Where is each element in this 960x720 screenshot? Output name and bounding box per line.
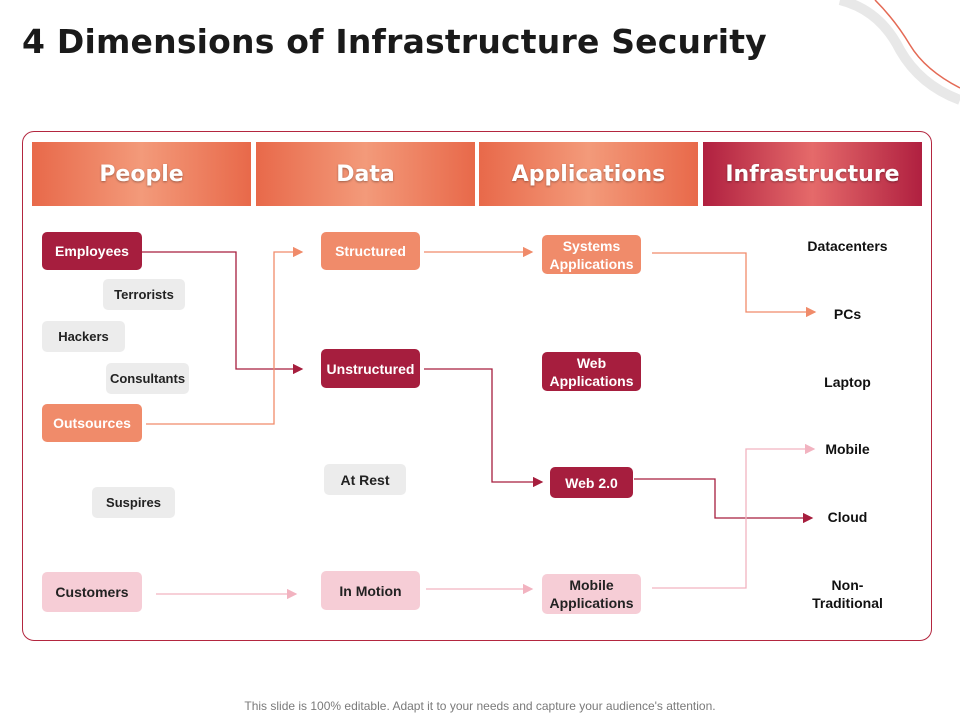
node-unstructured: Unstructured: [321, 349, 420, 388]
node-in-motion: In Motion: [321, 571, 420, 610]
header-people: People: [32, 142, 251, 206]
non-traditional-line2: Traditional: [812, 595, 883, 611]
mobile-applications-line2: Applications: [549, 595, 634, 611]
footer-note: This slide is 100% editable. Adapt it to…: [244, 699, 716, 713]
node-non-traditional: Non- Traditional: [790, 576, 905, 612]
node-pcs: PCs: [833, 306, 862, 322]
connector-unstructured-web20: [424, 368, 544, 488]
systems-applications-line2: Applications: [549, 255, 634, 272]
header-applications: Applications: [479, 142, 698, 206]
node-employees: Employees: [42, 232, 142, 270]
page-title: 4 Dimensions of Infrastructure Security: [22, 22, 767, 61]
node-cloud: Cloud: [827, 509, 868, 525]
node-web-applications: Web Applications: [542, 352, 641, 391]
header-infrastructure: Infrastructure: [703, 142, 922, 206]
node-terrorists: Terrorists: [103, 279, 185, 310]
node-customers: Customers: [42, 572, 142, 612]
web-applications-line1: Web: [576, 354, 607, 371]
connector-employees-unstructured: [142, 251, 304, 375]
diagram-frame: [22, 131, 932, 641]
connector-systems-pcs: [652, 252, 817, 318]
node-structured: Structured: [321, 232, 420, 270]
node-outsources: Outsources: [42, 404, 142, 442]
node-systems-applications: Systems Applications: [542, 235, 641, 274]
connector-web20-cloud: [634, 478, 814, 524]
node-laptop: Laptop: [824, 374, 871, 390]
node-consultants: Consultants: [106, 363, 189, 394]
mobile-applications-line1: Mobile: [569, 577, 614, 593]
node-suspires: Suspires: [92, 487, 175, 518]
node-at-rest: At Rest: [324, 464, 406, 495]
web-applications-line2: Applications: [549, 372, 634, 389]
node-mobile-applications: Mobile Applications: [542, 574, 641, 614]
header-data: Data: [256, 142, 475, 206]
node-web-2-0: Web 2.0: [550, 467, 633, 498]
node-datacenters: Datacenters: [807, 238, 888, 254]
connector-mobileapps-mobile: [652, 443, 816, 589]
connector-outsources-structured: [146, 246, 304, 425]
non-traditional-line1: Non-: [831, 577, 864, 593]
corner-decoration: [838, 0, 960, 105]
node-hackers: Hackers: [42, 321, 125, 352]
systems-applications-line1: Systems: [562, 237, 621, 254]
node-mobile: Mobile: [825, 441, 870, 457]
